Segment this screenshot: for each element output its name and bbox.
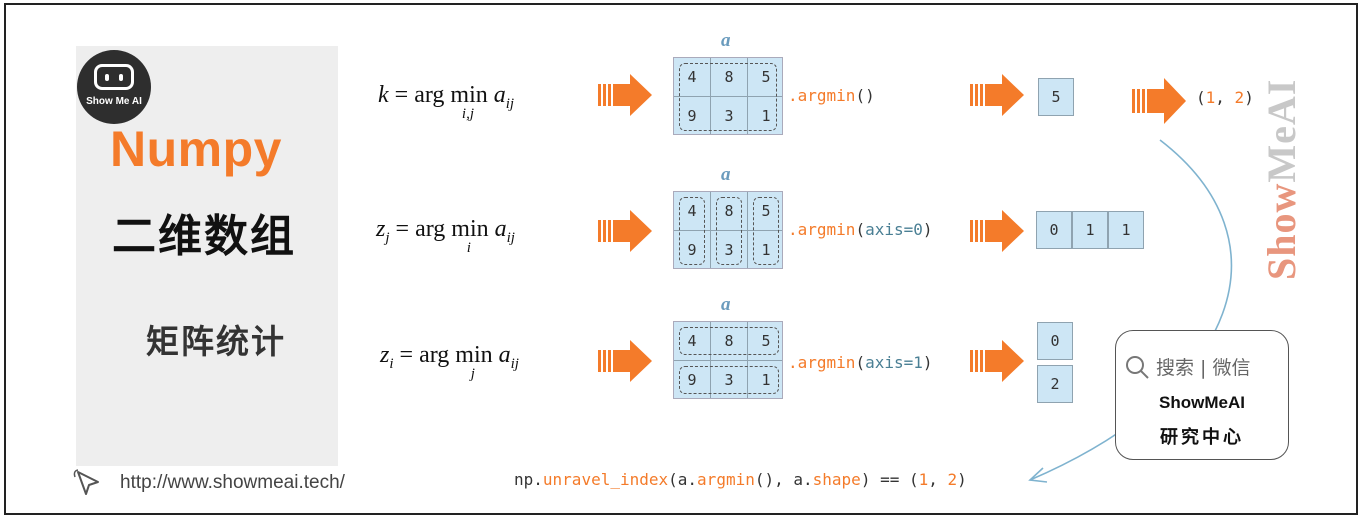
result-cell: 2 [1037, 365, 1073, 403]
page-subtitle: 二维数组 [112, 211, 296, 262]
url-text: http://www.showmeai.tech/ [120, 472, 345, 493]
matrix-cell: 9 [687, 241, 697, 259]
code-argmin-axis0: .argmin(axis=0) [788, 220, 933, 239]
matrix-cell: 4 [687, 68, 697, 86]
logo-robot-icon [94, 64, 134, 90]
orange-arrow-icon [598, 210, 652, 252]
matrix-label: a [721, 30, 731, 51]
matrix-cell: 3 [724, 241, 734, 259]
url-link[interactable]: http://www.showmeai.tech/ [72, 468, 345, 498]
result-cell: 0 [1037, 322, 1073, 360]
result-cell: 1 [1072, 211, 1108, 249]
matrix-cell: 5 [761, 332, 771, 350]
search-icon [1126, 355, 1149, 379]
matrix-cell: 1 [761, 371, 771, 389]
selection-dashed-box [679, 63, 777, 131]
row-dashed-box [679, 366, 779, 394]
orange-arrow-icon [1132, 78, 1186, 124]
page-title: Numpy [110, 121, 282, 177]
orange-arrow-icon [598, 74, 652, 116]
wechat-card: 搜索 | 微信 ShowMeAI 研究中心 [1115, 330, 1289, 460]
wechat-org: 研究中心 [1160, 427, 1244, 448]
matrix-cell: 9 [687, 371, 697, 389]
matrix-cell: 4 [687, 202, 697, 220]
matrix-a-row3: 4 8 5 9 3 1 [673, 321, 783, 399]
column-dashed-box [679, 197, 705, 265]
section-title: 矩阵统计 [146, 322, 286, 361]
final-result: (1, 2) [1196, 88, 1254, 107]
matrix-cell: 3 [724, 371, 734, 389]
matrix-label: a [721, 294, 731, 315]
watermark-right: ShowMeAI [1259, 78, 1304, 280]
code-unravel-index: np.unravel_index(a.argmin(), a.shape) ==… [514, 470, 967, 489]
cursor-click-icon [73, 469, 99, 495]
matrix-cell: 1 [761, 241, 771, 259]
code-argmin-axis1: .argmin(axis=1) [788, 353, 933, 372]
result-cell: 0 [1036, 211, 1072, 249]
code-argmin: .argmin() [788, 86, 875, 105]
matrix-a-row1: 4 8 5 9 3 1 [673, 57, 783, 135]
matrix-cell: 9 [687, 107, 697, 125]
matrix-cell: 8 [724, 68, 734, 86]
orange-arrow-icon [970, 340, 1024, 382]
matrix-cell: 1 [761, 107, 771, 125]
orange-arrow-icon [970, 74, 1024, 116]
matrix-cell: 4 [687, 332, 697, 350]
logo-text: Show Me AI [86, 96, 142, 107]
showmeai-logo: Show Me AI [77, 50, 151, 124]
matrix-label: a [721, 164, 731, 185]
matrix-cell: 5 [761, 68, 771, 86]
matrix-cell: 5 [761, 202, 771, 220]
orange-arrow-icon [970, 210, 1024, 252]
matrix-a-row2: 4 8 5 9 3 1 [673, 191, 783, 269]
matrix-cell: 8 [724, 202, 734, 220]
result-cell: 1 [1108, 211, 1144, 249]
wechat-search: 搜索 | 微信 [1124, 353, 1250, 380]
column-dashed-box [716, 197, 742, 265]
matrix-cell: 3 [724, 107, 734, 125]
row-dashed-box [679, 327, 779, 355]
matrix-cell: 8 [724, 332, 734, 350]
orange-arrow-icon [598, 340, 652, 382]
wechat-brand: ShowMeAI [1159, 393, 1245, 412]
column-dashed-box [753, 197, 779, 265]
result-cell: 5 [1038, 78, 1074, 116]
